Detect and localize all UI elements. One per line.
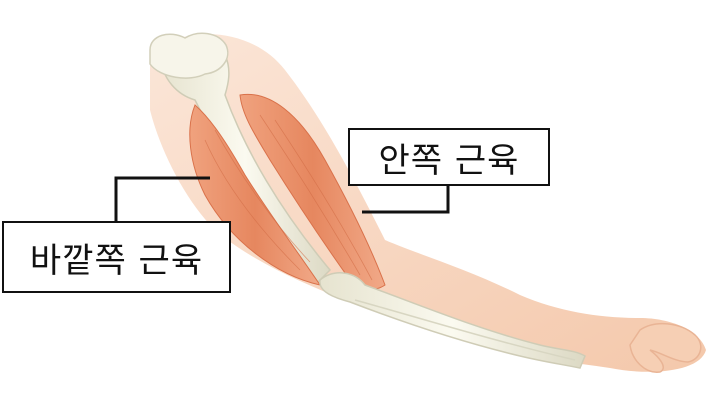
forearm-bones: [319, 272, 586, 369]
outer-leader-line: [114, 176, 210, 221]
muscle-striations: [204, 114, 373, 281]
forearm-bone-line: [354, 299, 576, 361]
hand-fingers: [629, 323, 702, 373]
inner-leader-line: [362, 186, 450, 214]
shoulder-joint: [149, 32, 229, 79]
outer-muscle-label: 바깥쪽 근육: [2, 221, 231, 293]
inner-muscle-label: 안쪽 근육: [348, 128, 550, 186]
